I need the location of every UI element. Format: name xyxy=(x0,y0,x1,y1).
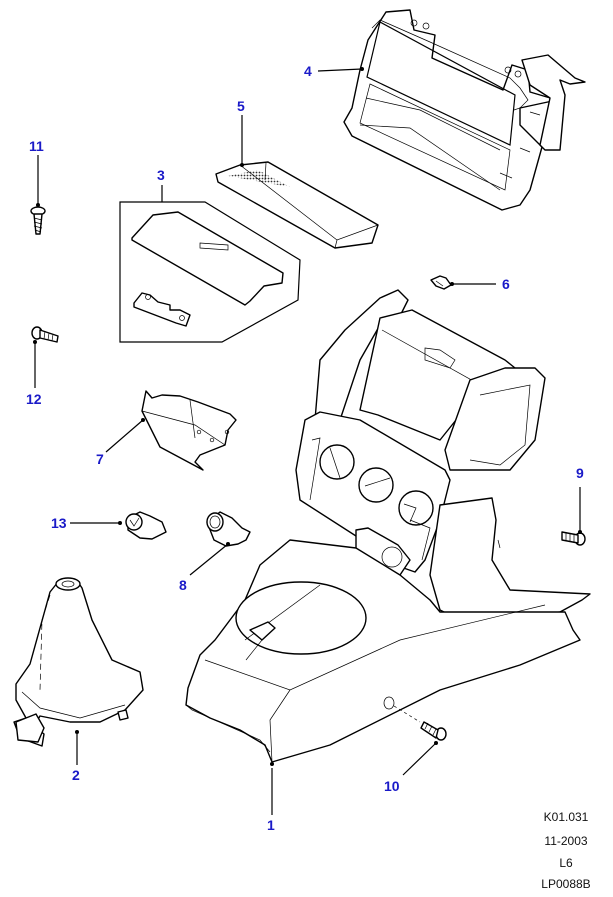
callout-13: 13 xyxy=(51,515,67,531)
screw-9-part xyxy=(561,531,586,546)
callout-8: 8 xyxy=(179,577,187,593)
callout-5: 5 xyxy=(237,98,245,114)
callout-6: 6 xyxy=(502,276,510,292)
callout-7: 7 xyxy=(96,451,104,467)
stowage-housing-part xyxy=(343,9,586,211)
socket-part xyxy=(206,511,251,547)
reference-code: K01.031 xyxy=(543,810,589,824)
console-body-part xyxy=(185,289,591,763)
stowage-tray-part xyxy=(215,161,379,249)
cigar-lighter-part xyxy=(125,511,167,540)
screw-12-part xyxy=(31,326,59,343)
callout-11: 11 xyxy=(29,138,44,154)
screw-11-part xyxy=(30,206,46,235)
ashtray-part xyxy=(141,390,237,471)
lid-assembly-part xyxy=(119,201,301,343)
callout-3: 3 xyxy=(157,167,165,183)
reference-illustration-id: LP0088B xyxy=(541,877,591,891)
callout-2: 2 xyxy=(72,767,80,783)
callout-1: 1 xyxy=(267,817,275,833)
reference-model: L6 xyxy=(559,856,573,870)
clip-part xyxy=(430,275,452,290)
callout-9: 9 xyxy=(576,465,584,481)
callout-12: 12 xyxy=(26,391,42,407)
callout-10: 10 xyxy=(384,778,400,794)
gaiter-part xyxy=(13,577,144,747)
callouts: 1 2 3 4 5 6 7 8 9 10 11 12 13 xyxy=(26,63,584,833)
leader-lines xyxy=(33,67,582,815)
screw-10-part xyxy=(420,721,447,741)
reference-date: 11-2003 xyxy=(544,834,588,848)
callout-4: 4 xyxy=(304,63,312,79)
